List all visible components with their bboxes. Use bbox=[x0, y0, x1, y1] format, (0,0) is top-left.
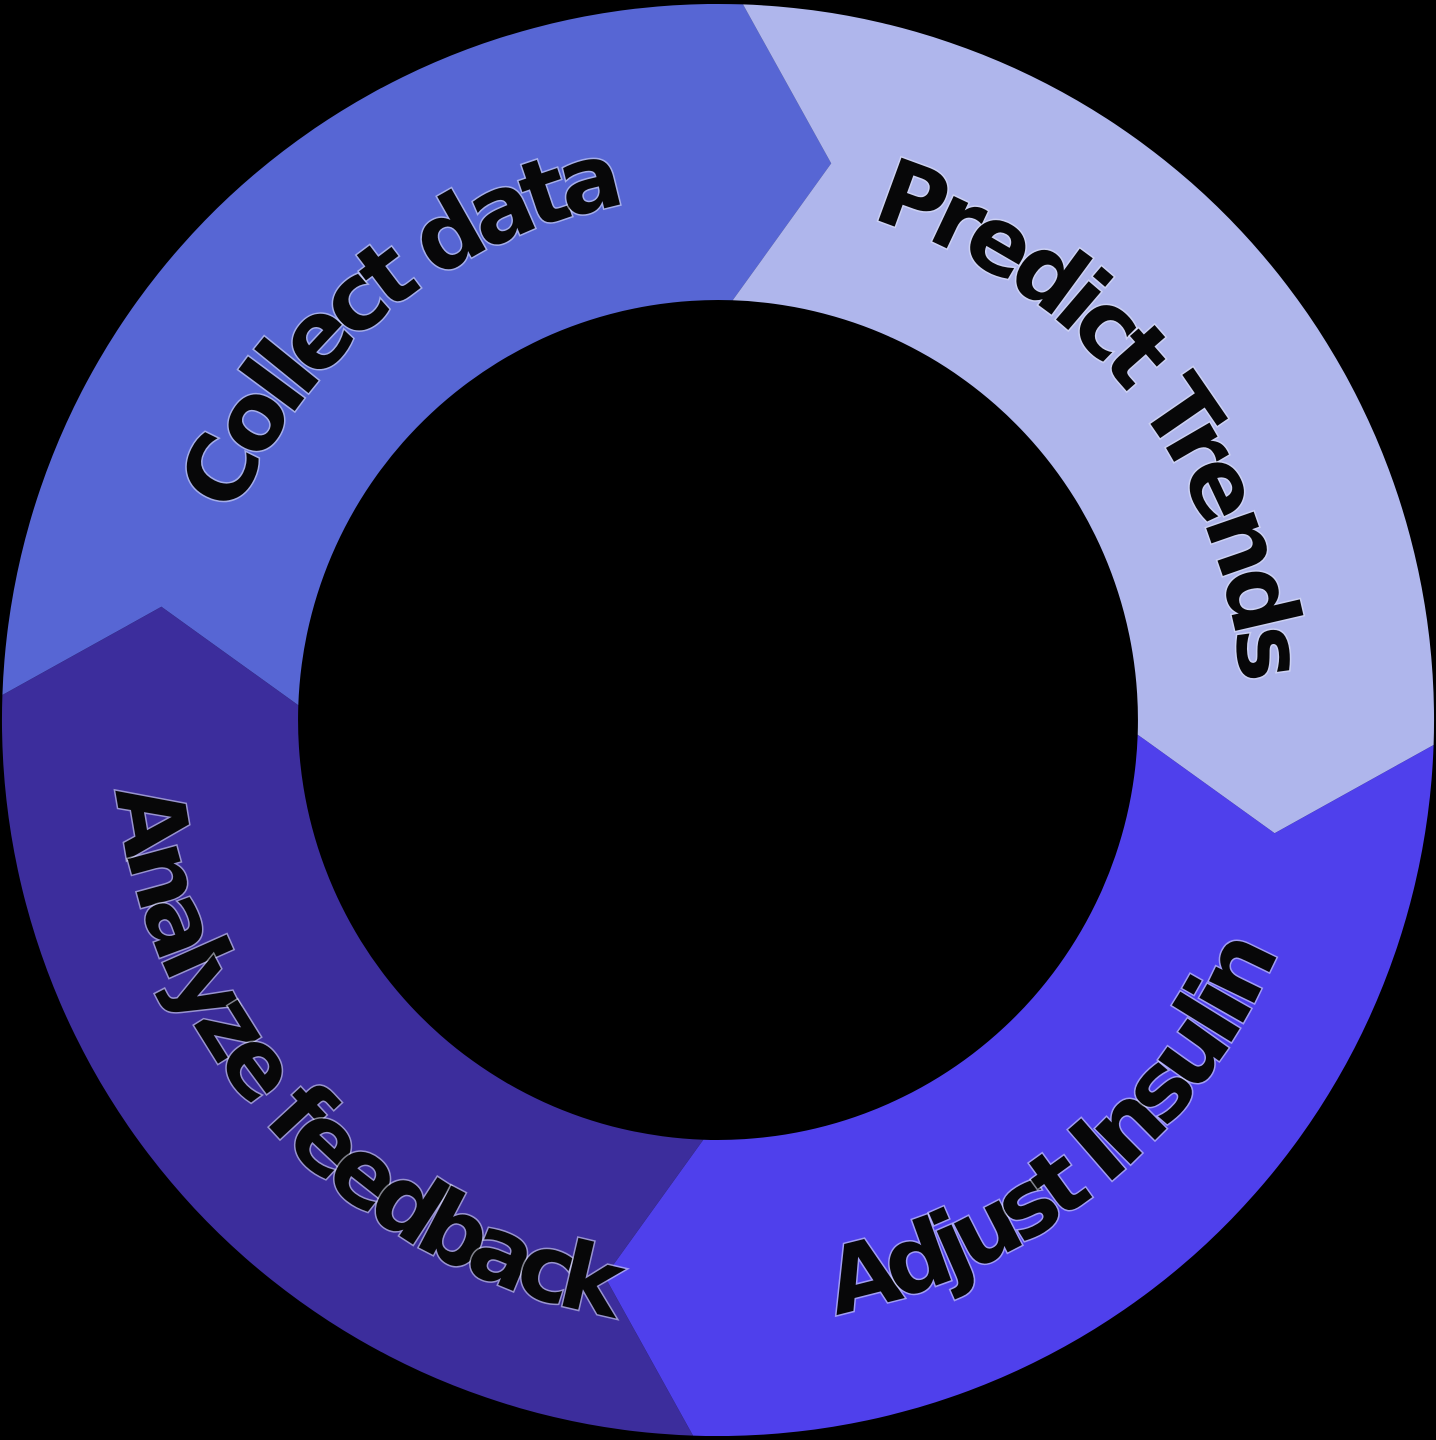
segment-analyze-feedback bbox=[1, 606, 704, 1436]
segment-adjust-insulin bbox=[604, 734, 1434, 1437]
segment-collect-data bbox=[2, 3, 832, 706]
segment-predict-trends bbox=[732, 4, 1435, 834]
